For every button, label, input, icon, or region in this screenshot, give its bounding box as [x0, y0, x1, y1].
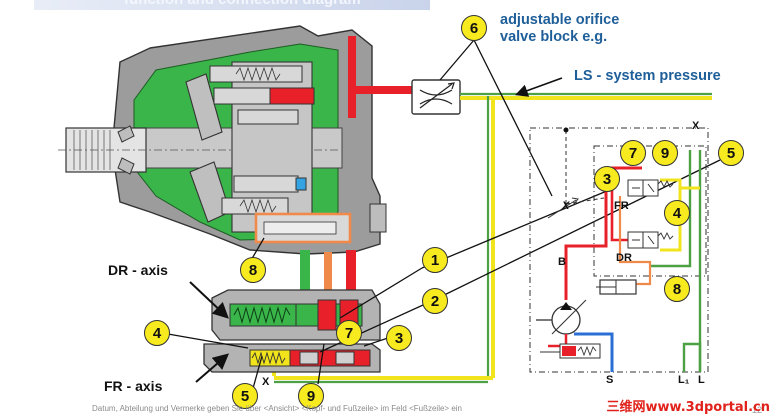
footer-text: Datum, Abteilung und Vermerke geben Sie … — [92, 404, 462, 413]
callout-badge-2: 2 — [422, 288, 448, 314]
schematic-badge-8: 8 — [664, 276, 690, 302]
orifice-symbol — [411, 79, 461, 115]
piston-spring-bottom — [239, 198, 277, 214]
ls-system-pressure-label: LS - system pressure — [574, 68, 721, 84]
port-l-label: L — [698, 374, 705, 386]
fr-axis-arrow — [195, 353, 230, 383]
callout-badge-4: 4 — [144, 320, 170, 346]
swash-plate — [185, 73, 223, 141]
schematic-x-label: X — [692, 120, 700, 132]
page-number: 12 — [751, 405, 762, 415]
header-title: function and connection diagram — [124, 0, 361, 8]
dr-axis-label: DR - axis — [108, 262, 168, 278]
callout-badge-1: 1 — [422, 247, 448, 273]
orifice-label-line2: valve block e.g. — [500, 29, 608, 45]
callout-badge-8: 8 — [240, 257, 266, 283]
pump-assembly — [58, 25, 412, 255]
callout-badge-3: 3 — [386, 325, 412, 351]
piston-lower — [233, 175, 299, 193]
schematic-badge-7: 7 — [620, 140, 646, 166]
piston-blue-tip — [295, 177, 307, 191]
ls-label-arrow — [514, 77, 563, 97]
piston-bottom — [221, 197, 289, 215]
piston-spring-top — [235, 66, 281, 82]
header-band: function and connection diagram — [34, 0, 430, 10]
valve-block-x-label: X — [562, 200, 570, 212]
piston-upper-red — [269, 87, 315, 105]
port-l1-label: L₁ — [678, 374, 690, 386]
callout-badge-5: 5 — [232, 383, 258, 409]
piston-top — [209, 65, 303, 83]
front-bearing — [117, 125, 135, 175]
piston-mid — [237, 109, 299, 125]
schematic-badge-9: 9 — [652, 140, 678, 166]
control-piston — [263, 221, 337, 235]
ls-line — [272, 92, 712, 384]
dr-block-label: DR — [616, 252, 632, 264]
pump-side-cap — [369, 203, 387, 233]
watermark: 三维网www.3dportal.cn — [606, 400, 770, 415]
schematic-badge-3: 3 — [594, 166, 620, 192]
pump-port-x-label: X — [262, 376, 270, 388]
schematic-badge-4: 4 — [664, 200, 690, 226]
callout-badge-6: 6 — [461, 15, 487, 41]
port-s-label: S — [606, 374, 614, 386]
schematic-badge-5: 5 — [718, 140, 744, 166]
orifice-label-line1: adjustable orifice — [500, 12, 620, 28]
schematic — [529, 127, 709, 373]
callout-badge-9: 9 — [298, 383, 324, 409]
port-b-label: B — [558, 256, 566, 268]
fr-axis-label: FR - axis — [104, 378, 163, 394]
callout-badge-7: 7 — [336, 320, 362, 346]
piston-upper-grey — [213, 87, 271, 105]
dr-axis-arrow — [189, 281, 229, 319]
pressure-channel-pump — [348, 36, 412, 118]
control-valve — [203, 250, 381, 373]
fr-block-label: FR — [614, 200, 629, 212]
